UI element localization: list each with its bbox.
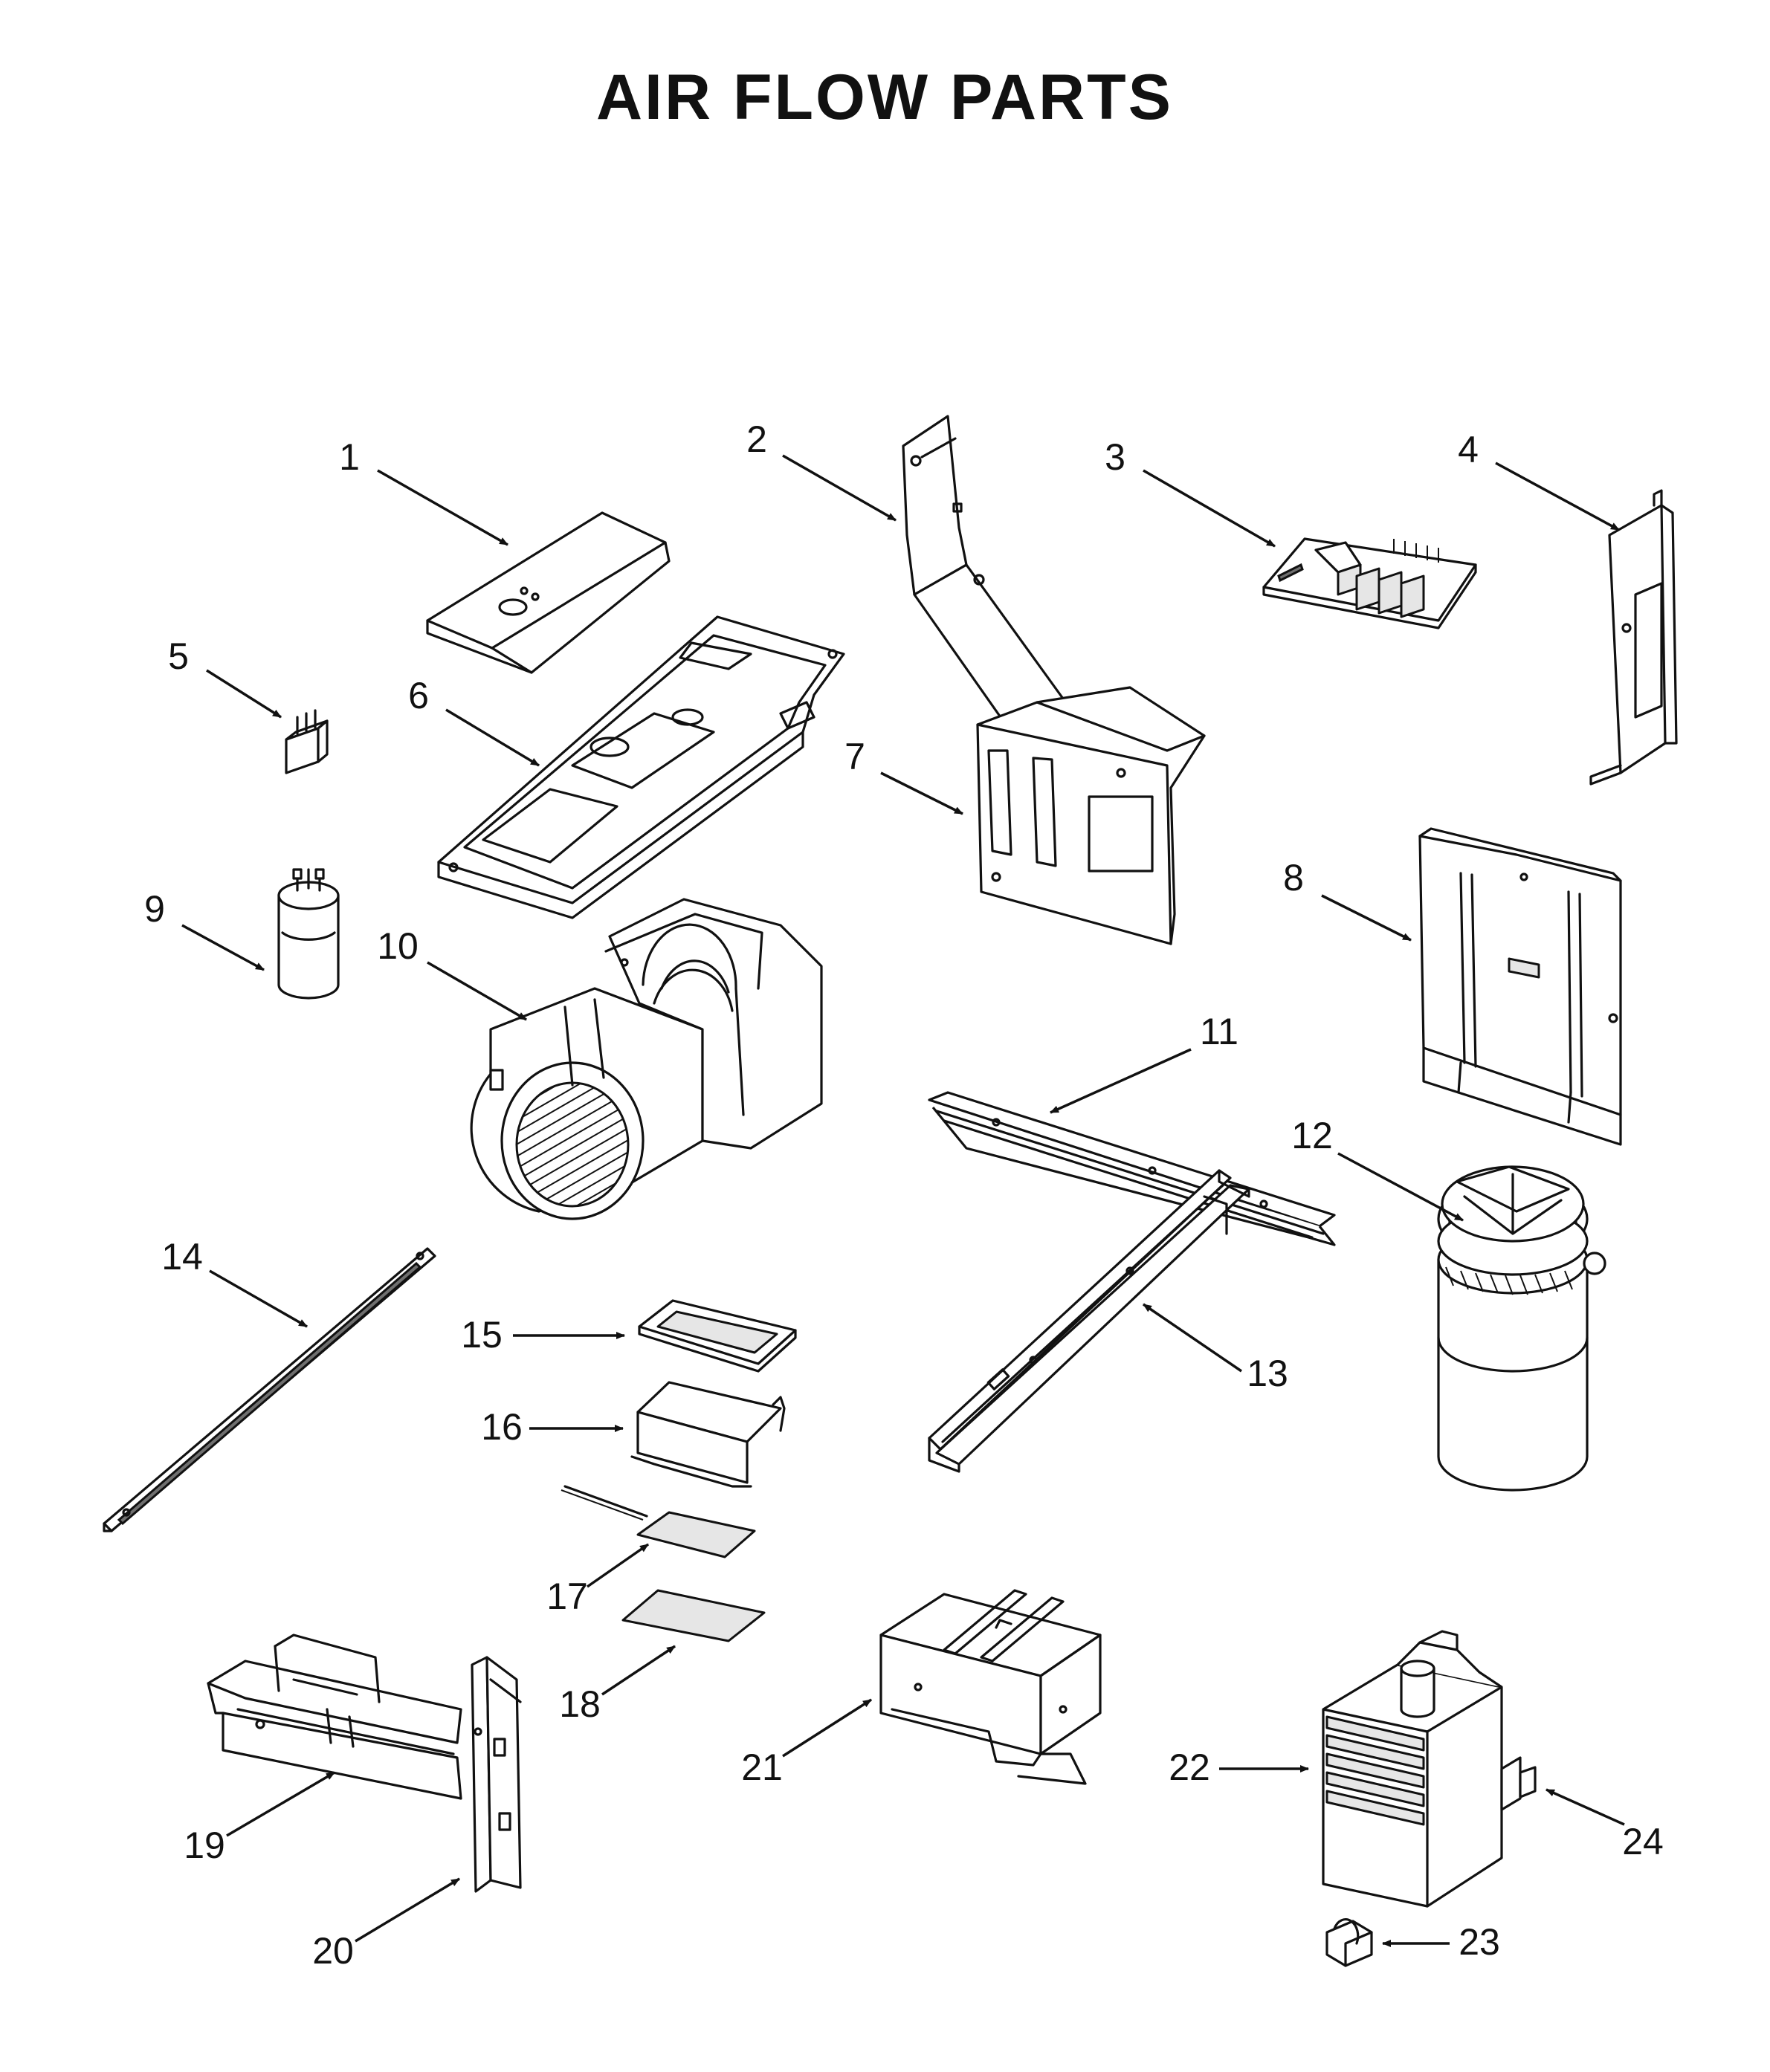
arrow-3 — [1143, 469, 1276, 548]
callout-6: 6 — [408, 675, 429, 716]
callout-4: 4 — [1458, 429, 1479, 470]
callout-24: 24 — [1622, 1821, 1664, 1862]
part-17-plate — [561, 1485, 756, 1558]
callout-23: 23 — [1459, 1921, 1500, 1963]
callout-8: 8 — [1283, 857, 1304, 899]
arrow-7 — [880, 771, 963, 815]
callout-15: 15 — [461, 1314, 503, 1356]
callout-12: 12 — [1291, 1115, 1333, 1156]
callout-1: 1 — [339, 436, 360, 478]
part-7-panel — [976, 686, 1206, 945]
callout-5: 5 — [168, 635, 189, 677]
callout-19: 19 — [184, 1825, 225, 1866]
arrow-17 — [587, 1543, 649, 1588]
part-13-rail — [928, 1169, 1250, 1473]
callout-7: 7 — [844, 736, 865, 777]
arrow-1 — [377, 469, 508, 546]
arrow-2 — [782, 454, 897, 522]
arrow-6 — [445, 708, 540, 767]
arrow-19 — [226, 1771, 335, 1837]
arrow-10 — [427, 961, 527, 1021]
arrow-14 — [209, 1269, 308, 1328]
arrow-24 — [1545, 1788, 1625, 1826]
arrow-20 — [355, 1877, 460, 1943]
callout-16: 16 — [481, 1406, 523, 1448]
diagram-title: AIR FLOW PARTS — [596, 62, 1173, 133]
arrow-5 — [206, 669, 282, 719]
part-23-clip — [1325, 1918, 1373, 1967]
callout-22: 22 — [1169, 1746, 1210, 1788]
part-5-switch — [285, 709, 329, 774]
callout-18: 18 — [559, 1683, 601, 1725]
part-15-frame — [638, 1299, 797, 1373]
part-12-fan-motor — [1437, 1165, 1606, 1492]
part-14-rod — [103, 1247, 436, 1532]
part-19-tray — [207, 1634, 462, 1800]
arrow-4 — [1495, 462, 1620, 531]
arrow-11 — [1050, 1048, 1192, 1114]
arrow-12 — [1337, 1152, 1464, 1222]
callout-20: 20 — [312, 1930, 354, 1972]
callout-17: 17 — [546, 1576, 588, 1617]
callout-10: 10 — [377, 925, 419, 967]
part-21-bracket — [879, 1589, 1102, 1785]
part-6-base-plate — [437, 615, 845, 919]
part-16-shield — [630, 1381, 786, 1488]
leader-arrows — [181, 454, 1625, 1947]
arrow-9 — [181, 924, 265, 971]
callout-11: 11 — [1200, 1011, 1238, 1052]
part-4-side-bracket — [1589, 489, 1678, 786]
part-20-bracket — [471, 1656, 522, 1893]
part-2-bracket — [902, 415, 1065, 734]
part-11-rail — [928, 1091, 1336, 1246]
callout-14: 14 — [161, 1236, 203, 1278]
arrow-13 — [1143, 1303, 1242, 1373]
callout-9: 9 — [144, 888, 165, 930]
part-1-cover — [426, 511, 671, 674]
part-9-capacitor — [277, 868, 340, 1000]
callout-13: 13 — [1247, 1353, 1288, 1394]
arrow-8 — [1321, 894, 1412, 942]
part-18-sheet — [621, 1589, 766, 1642]
part-22-magnetron — [1322, 1630, 1537, 1908]
callout-3: 3 — [1105, 436, 1125, 478]
callout-2: 2 — [746, 418, 767, 460]
part-8-panel — [1418, 827, 1622, 1146]
arrow-18 — [601, 1645, 676, 1696]
arrow-21 — [782, 1698, 872, 1758]
part-3-circuit-board — [1262, 537, 1477, 629]
part-10-blower — [470, 898, 823, 1220]
callout-21: 21 — [741, 1746, 783, 1788]
